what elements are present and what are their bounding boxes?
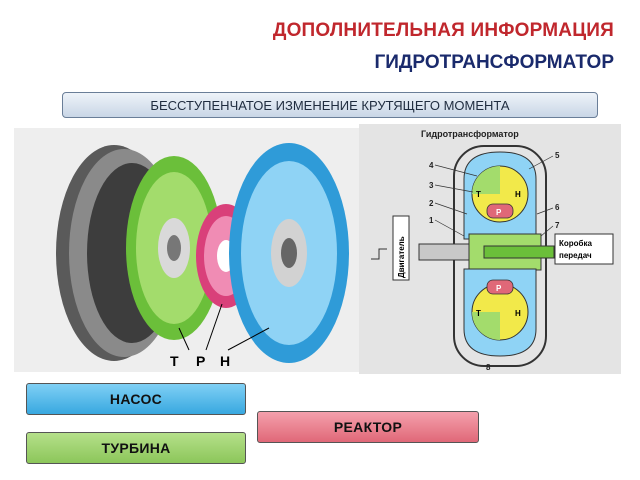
exploded-torque-converter-illustration: Т Р Н [14, 128, 359, 372]
upper-reactor-letter: Р [496, 208, 502, 217]
torque-converter-schematic: Гидротрансформатор Т Н Р Т Н Р Двигатель… [359, 124, 621, 374]
output-shaft [483, 245, 555, 259]
page-subtitle: ГИДРОТРАНСФОРМАТОР [374, 52, 614, 73]
lower-turbine-letter: Т [476, 309, 481, 318]
gearbox-box [554, 233, 614, 265]
callout-7: 7 [555, 221, 560, 230]
lower-reactor-letter: Р [496, 284, 502, 293]
turbine-legend-label: ТУРБИНА [26, 432, 246, 464]
engine-label: Двигатель [397, 236, 406, 278]
page-title: ДОПОЛНИТЕЛЬНАЯ ИНФОРМАЦИЯ [272, 20, 614, 41]
callout-5: 5 [555, 151, 560, 160]
gearbox-label-line1: Коробка [559, 239, 592, 248]
callout-4: 4 [429, 161, 434, 170]
engine-box [392, 215, 410, 281]
schematic-title: Гидротрансформатор [421, 129, 519, 139]
callout-3: 3 [429, 181, 434, 190]
turbine-part [126, 156, 222, 340]
lower-pump-letter: Н [515, 309, 521, 318]
pump-legend-label: НАСОС [26, 383, 246, 415]
upper-pump-letter: Н [515, 190, 521, 199]
callout-8: 8 [486, 363, 491, 372]
upper-turbine-letter: Т [476, 190, 481, 199]
upper-wheels: Т Н Р [463, 151, 537, 240]
reactor-legend-label: РЕАКТОР [257, 411, 479, 443]
pump-part [229, 143, 349, 363]
label-turbine-letter: Т [170, 353, 179, 369]
topic-banner: БЕССТУПЕНЧАТОЕ ИЗМЕНЕНИЕ КРУТЯЩЕГО МОМЕН… [62, 92, 598, 118]
label-pump-letter: Н [220, 353, 230, 369]
rotation-symbol [371, 248, 387, 260]
label-reactor-letter: Р [196, 353, 205, 369]
callout-1: 1 [429, 216, 434, 225]
callout-2: 2 [429, 199, 434, 208]
gearbox-label-line2: передач [559, 251, 592, 260]
callout-6: 6 [555, 203, 560, 212]
lower-wheels: Т Н Р [463, 268, 537, 357]
